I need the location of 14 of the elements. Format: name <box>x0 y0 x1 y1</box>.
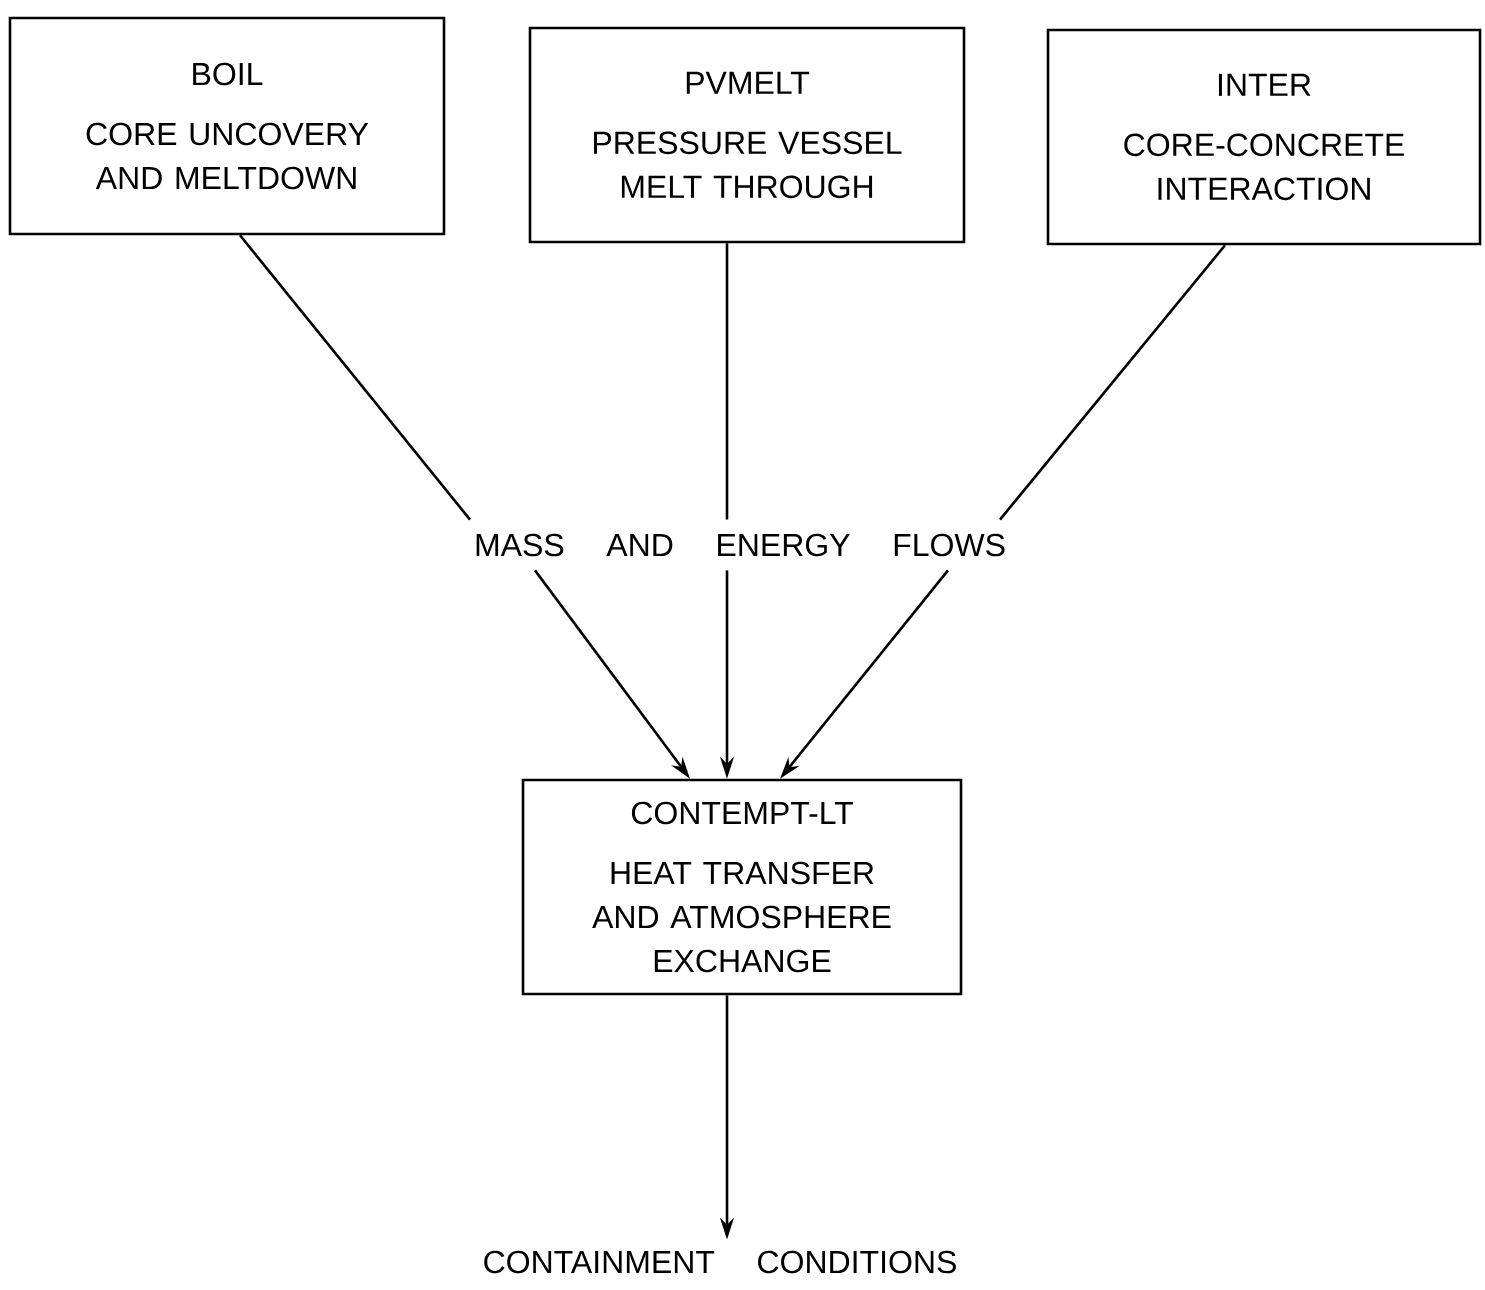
box-heading: BOIL <box>193 62 263 86</box>
box-text: CORE UNCOVERY AND MELTDOWN <box>86 122 369 190</box>
process-box <box>521 778 963 996</box>
box-text: HEAT TRANSFER AND ATMOSPHERE EXCHANGE <box>592 861 891 973</box>
process-box <box>8 16 446 236</box>
box-heading: CONTEMPT-LT <box>631 801 853 825</box>
box-text: PRESSURE VESSEL MELT THROUGH <box>594 131 902 199</box>
flow-label: CONTAINMENT CONDITIONS <box>484 1250 956 1274</box>
box-heading: INTER <box>1218 73 1311 96</box>
process-box <box>1046 28 1482 246</box>
process-box <box>528 26 966 244</box>
flow-label: MASS AND ENERGY FLOWS <box>476 533 1005 557</box>
box-text: CORE-CONCRETE INTERACTION <box>1124 133 1404 201</box>
box-heading: PVMELT <box>686 71 810 94</box>
